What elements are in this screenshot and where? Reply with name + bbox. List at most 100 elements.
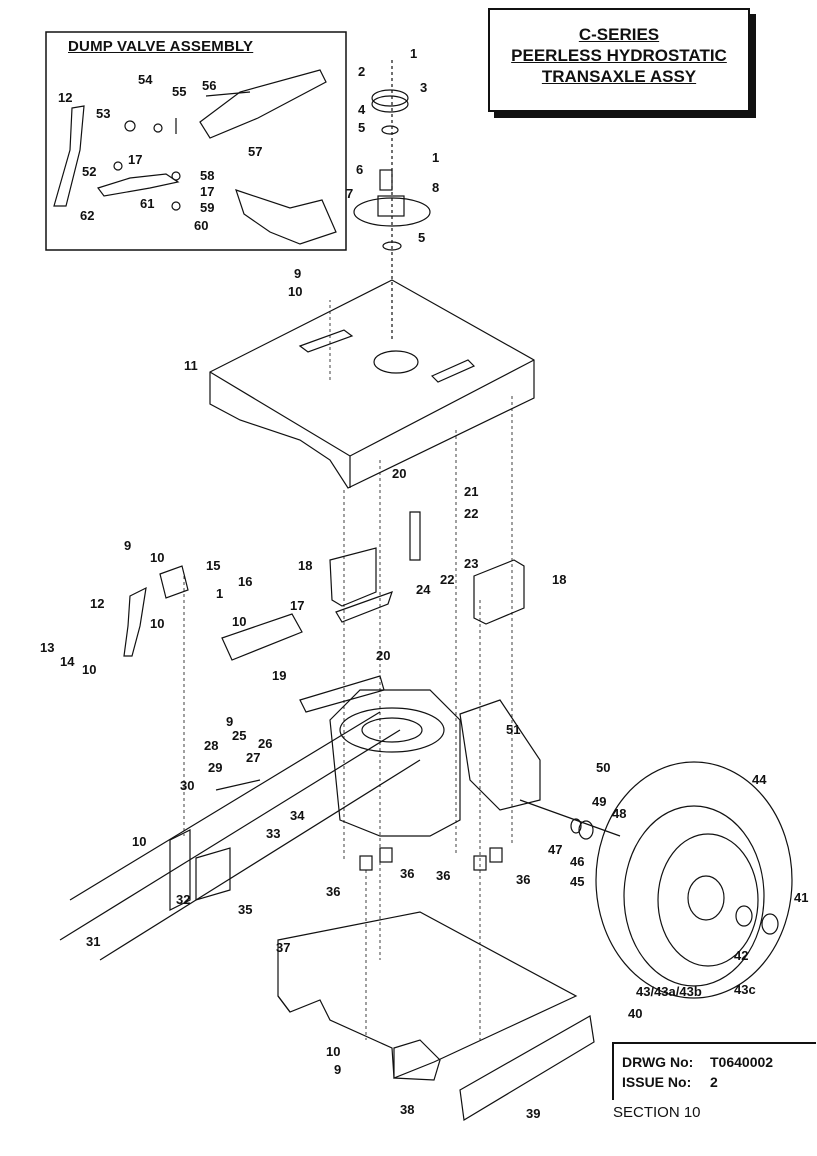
callout-middle-21: 20 [376,648,390,663]
axle-rod-upper [69,711,381,901]
callout-lower-9: 33 [266,826,280,841]
callout-upper-3: 4 [358,102,366,117]
callout-lower-23: 36 [516,872,530,887]
inset-nut-60 [171,201,181,211]
callout-inset-7: 52 [82,164,96,179]
transaxle-housing [329,689,461,837]
spacer-6 [379,169,393,191]
callout-upper-12: 11 [184,358,198,373]
callout-middle-0: 20 [392,466,406,481]
callout-lower-11: 49 [592,794,606,809]
mounting-plate-11 [209,279,535,489]
drawing-info-box: DRWG No:T0640002 ISSUE No: 2 [612,1042,816,1100]
callout-lower-6: 29 [208,760,222,775]
drawing-number-row: DRWG No:T0640002 [622,1054,773,1070]
callout-middle-11: 1 [216,586,223,601]
callout-middle-10: 15 [206,558,220,573]
drawing-number-label: DRWG No: [622,1054,694,1070]
callout-lower-19: 32 [176,892,190,907]
callout-lower-30: 40 [628,1006,642,1021]
callout-middle-4: 22 [440,572,454,587]
issue-number: 2 [710,1074,718,1090]
plate-center-hole [373,350,419,374]
wheel-tire-44 [595,761,793,999]
spacer-36-d [489,847,503,863]
callout-inset-8: 58 [200,168,214,183]
callout-middle-15: 17 [290,598,304,613]
callout-lower-4: 26 [258,736,272,751]
wheel-hub [687,875,725,921]
callout-lower-7: 30 [180,778,194,793]
bracket-19 [221,613,303,661]
callout-upper-9: 5 [418,230,425,245]
callout-upper-7: 8 [432,180,439,195]
inset-plate-57 [199,69,327,139]
callout-lower-13: 44 [752,772,767,787]
trim-panel-39 [459,1015,595,1121]
inset-washer-58 [171,171,181,181]
callout-lower-29: 37 [276,940,290,955]
spacer-36-b [379,847,393,863]
callout-inset-3: 12 [58,90,72,105]
callout-lower-34: 39 [526,1106,540,1121]
callout-middle-1: 21 [464,484,478,499]
callout-inset-2: 56 [202,78,216,93]
callout-upper-1: 2 [358,64,365,79]
issue-label: ISSUE No: [622,1074,692,1090]
callout-middle-16: 10 [232,614,246,629]
callout-middle-7: 18 [552,572,566,587]
callout-lower-28: 43/43a/43b [636,984,702,999]
callout-lower-12: 48 [612,806,626,821]
callout-middle-14: 10 [150,616,164,631]
inset-bracket-61 [97,173,180,197]
callout-inset-10: 59 [200,200,214,215]
callout-lower-18: 41 [794,890,808,905]
inset-nut-52 [113,161,123,171]
axle-shaft [519,799,621,837]
plate-slot-right [430,359,476,383]
axle-rod-31 [59,729,401,941]
floor-pan-37 [277,911,578,1079]
callout-lower-26: 42 [734,948,748,963]
input-shaft [299,675,385,713]
wheel-nut-41 [761,913,779,935]
inset-title: DUMP VALVE ASSEMBLY [68,38,254,55]
inset-transaxle-sketch [235,189,337,245]
bracket-18-left [329,547,377,607]
callout-inset-11: 61 [140,196,154,211]
callout-middle-12: 16 [238,574,252,589]
floor-pan-38 [393,1039,441,1081]
inset-lever-12 [53,105,85,207]
brake-bracket-21 [409,511,421,561]
callout-lower-24: 35 [238,902,252,917]
callout-lower-0: 9 [226,714,233,729]
callout-lower-17: 45 [570,874,584,889]
inset-frame [45,31,347,251]
callout-lower-8: 34 [290,808,305,823]
callout-lower-33: 38 [400,1102,414,1117]
callout-lower-32: 9 [334,1062,341,1077]
callout-lower-22: 36 [436,868,450,883]
callout-lower-31: 10 [326,1044,340,1059]
callout-upper-5: 6 [356,162,363,177]
callout-upper-4: 5 [358,120,365,135]
inset-bolt-54 [153,123,163,133]
callout-middle-20: 19 [272,668,286,683]
callout-lower-15: 47 [548,842,562,857]
plate-15 [159,565,189,599]
callout-lower-2: 51 [506,722,520,737]
callout-lower-21: 36 [400,866,414,881]
callout-upper-8: 7 [346,186,353,201]
callout-inset-13: 60 [194,218,208,233]
title-line-3: TRANSAXLE ASSY [541,67,697,86]
callout-upper-6: 1 [432,150,439,165]
callout-inset-9: 17 [200,184,214,199]
callout-lower-1: 25 [232,728,246,743]
callout-upper-0: 1 [410,46,417,61]
axle-rod-lower [99,759,421,961]
callout-lower-25: 31 [86,934,100,949]
bearing-5-upper [381,125,399,135]
callout-lower-5: 27 [246,750,260,765]
callout-upper-2: 3 [420,80,427,95]
